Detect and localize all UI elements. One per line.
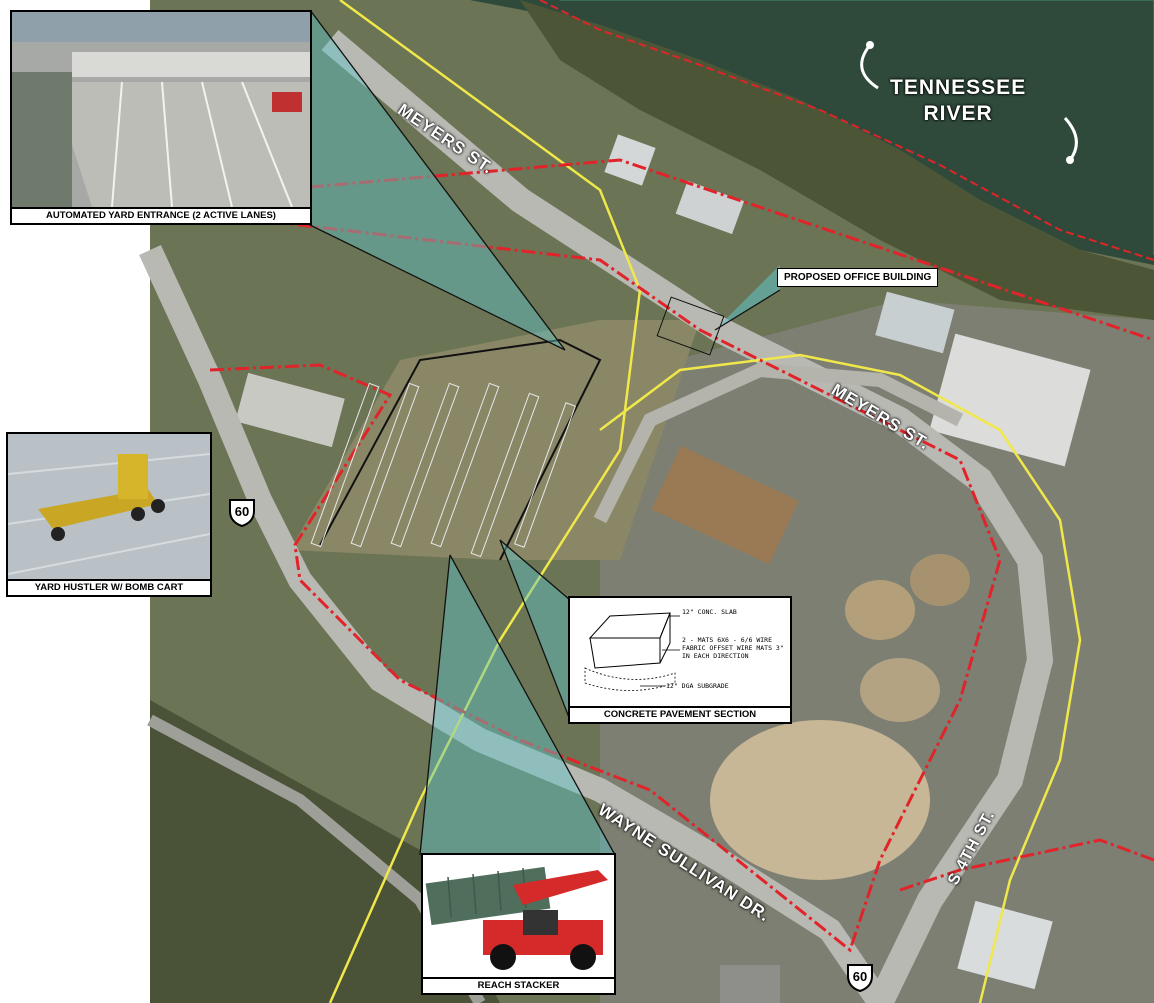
yard-entrance-caption: AUTOMATED YARD ENTRANCE (2 ACTIVE LANES) xyxy=(12,207,310,223)
us-60-shield-number: 60 xyxy=(234,504,250,519)
callout-yard-hustler: YARD HUSTLER W/ BOMB CART xyxy=(6,432,212,597)
river-area xyxy=(470,0,1154,265)
us-60-shield: 60 xyxy=(227,497,257,528)
concrete-note-mats: 2 - MATS 6X6 - 6/6 WIRE FABRIC OFFSET WI… xyxy=(682,636,784,660)
callout-reach-stacker: REACH STACKER xyxy=(421,853,616,995)
yard-entrance-photo xyxy=(12,12,310,208)
yard-hustler-caption: YARD HUSTLER W/ BOMB CART xyxy=(8,579,210,595)
concrete-caption: CONCRETE PAVEMENT SECTION xyxy=(570,706,790,722)
us-60-shield-lower: 60 xyxy=(845,962,875,993)
callout-yard-entrance: AUTOMATED YARD ENTRANCE (2 ACTIVE LANES) xyxy=(10,10,312,225)
meyers-st-road xyxy=(321,30,1054,1003)
concrete-note-subgrade: 12" DGA SUBGRADE xyxy=(666,682,729,690)
cone-office xyxy=(715,265,780,330)
us-60-road xyxy=(139,244,890,1003)
proposed-office-tag: PROPOSED OFFICE BUILDING xyxy=(777,268,939,287)
river-label: TENNESSEE RIVER xyxy=(890,76,1027,125)
concrete-section-drawing xyxy=(570,598,790,706)
callout-concrete-section: 12" CONC. SLAB 2 - MATS 6X6 - 6/6 WIRE F… xyxy=(568,596,792,724)
yard-hustler-photo xyxy=(7,434,211,579)
concrete-note-slab: 12" CONC. SLAB xyxy=(682,608,737,616)
reach-stacker-caption: REACH STACKER xyxy=(423,977,614,993)
cone-reach-stacker xyxy=(420,555,615,855)
us-60-shield-lower-number: 60 xyxy=(852,969,868,984)
property-boundary xyxy=(159,158,1154,342)
reach-stacker-photo xyxy=(423,855,614,977)
